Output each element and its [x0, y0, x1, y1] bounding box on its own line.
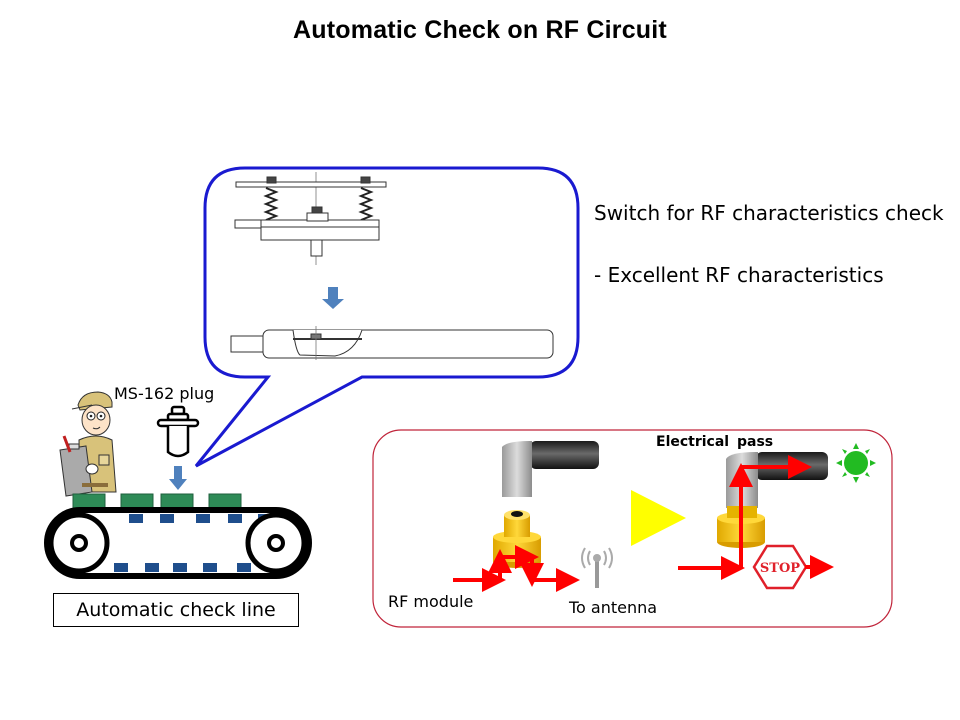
- down-arrow-icon: [322, 287, 344, 309]
- stop-sign-icon: STOP: [752, 544, 834, 590]
- pulley-right-icon: [245, 512, 307, 574]
- worker-illustration: [59, 391, 117, 497]
- elbow-connector-left: [502, 441, 599, 497]
- signal-path-switched: [678, 455, 812, 580]
- description-heading: Switch for RF characteristics check: [594, 201, 944, 225]
- pass-lamp-icon: [836, 443, 876, 483]
- signal-path-through: [453, 545, 580, 592]
- check-line-label: Automatic check line: [53, 593, 299, 627]
- slide-title: Automatic Check on RF Circuit: [293, 16, 667, 44]
- antenna-label: To antenna: [569, 598, 658, 617]
- callout-bubble: [194, 166, 580, 468]
- electrical-pass-label: Electrical pass: [656, 434, 774, 450]
- switch-mechanism-drawing: [234, 172, 387, 265]
- conveyor-belt: [44, 493, 312, 579]
- coax-receptacle-right: [717, 506, 765, 548]
- pulley-left-icon: [48, 512, 110, 574]
- plug-label: MS-162 plug: [114, 384, 215, 403]
- spring-right-icon: [358, 187, 374, 221]
- description-bullet: - Excellent RF characteristics: [594, 263, 884, 287]
- transition-arrow-icon: [631, 490, 686, 546]
- rf-module-label: RF module: [388, 592, 474, 611]
- pcb-cross-section-drawing: [230, 326, 554, 360]
- ms162-plug-icon: [156, 405, 200, 458]
- stop-sign-label: STOP: [760, 561, 800, 576]
- spring-left-icon: [263, 187, 279, 221]
- antenna-icon: [581, 547, 613, 588]
- plug-down-arrow-icon: [169, 466, 187, 490]
